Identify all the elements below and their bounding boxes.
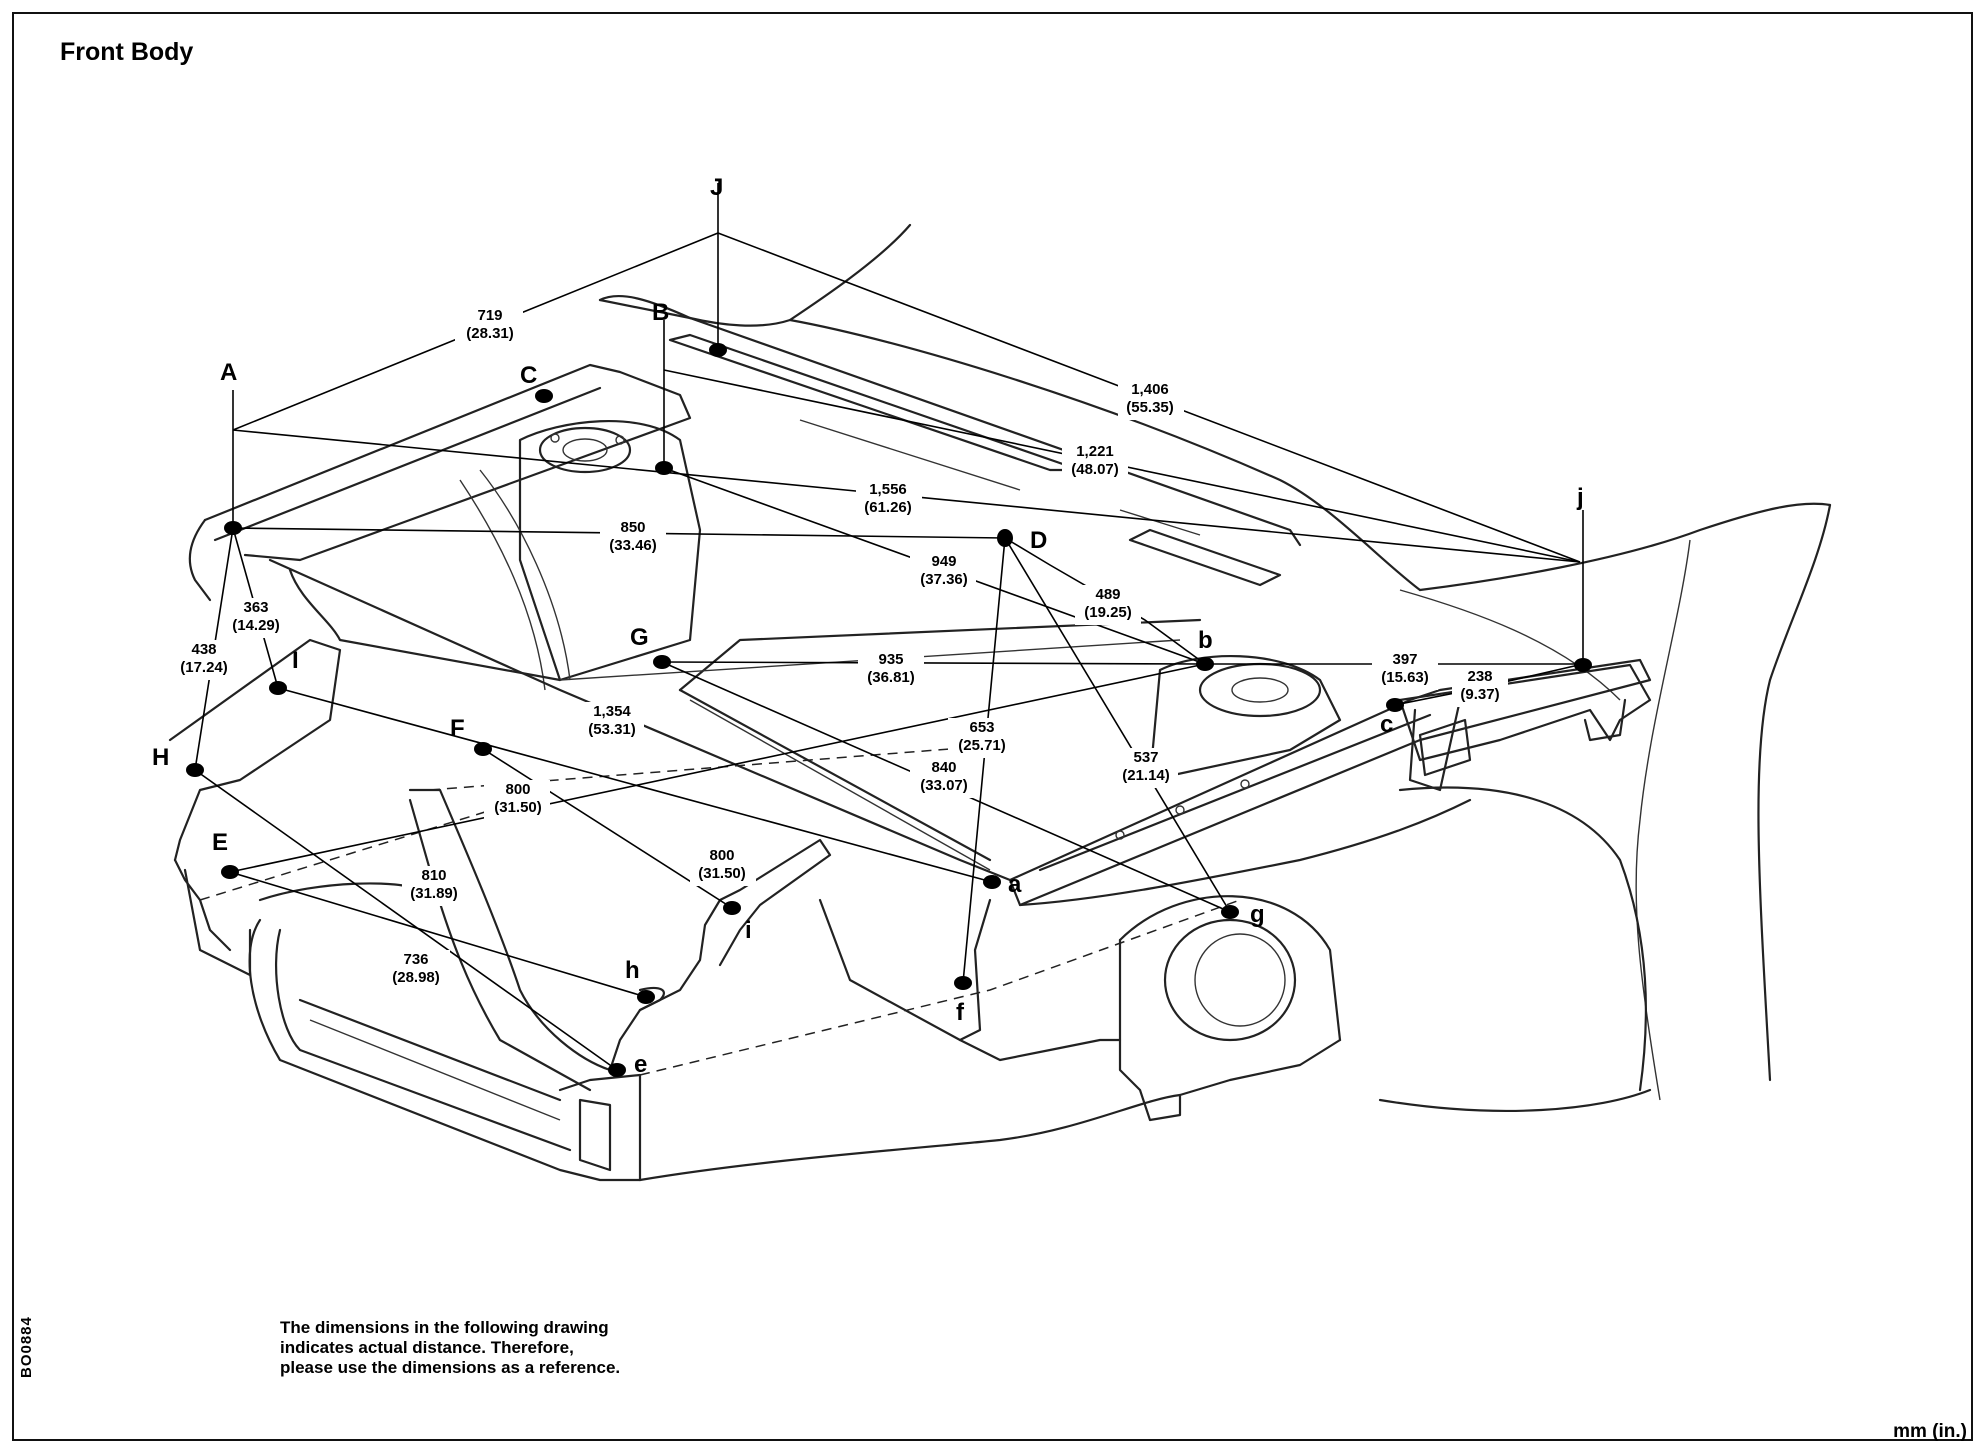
- dim-F-i-in: (31.50): [698, 865, 746, 882]
- label-a: a: [1008, 871, 1022, 898]
- dim-A-D-mm: 850: [620, 519, 645, 536]
- dim-D-f-mm: 653: [969, 719, 994, 736]
- dim-D-f-in: (25.71): [958, 737, 1006, 754]
- point-j: [1574, 658, 1592, 672]
- dim-A-I-in: (14.29): [232, 617, 280, 634]
- label-E: E: [212, 829, 228, 856]
- dim-G-g-in: (33.07): [920, 777, 968, 794]
- point-f: [954, 976, 972, 990]
- point-H: [186, 763, 204, 777]
- label-c: c: [1380, 711, 1393, 738]
- dim-e-H-mm: 810: [421, 867, 446, 884]
- point-g: [1221, 905, 1239, 919]
- label-G: G: [630, 624, 649, 651]
- label-e: e: [634, 1051, 647, 1078]
- page-frame: [12, 12, 1973, 1441]
- dim-I-a-in: (31.50): [494, 799, 542, 816]
- dim-G-b-in: (36.81): [867, 669, 915, 686]
- label-C: C: [520, 362, 537, 389]
- point-e: [608, 1063, 626, 1077]
- dim-A-H-in: (17.24): [180, 659, 228, 676]
- note-line-3: please use the dimensions as a reference…: [280, 1358, 621, 1377]
- dim-E-h-in: (28.98): [392, 969, 440, 986]
- label-H: H: [152, 744, 169, 771]
- body-outline: [168, 223, 1832, 1182]
- dim-G-b-mm: 935: [878, 651, 903, 668]
- dim-D-b-in: (19.25): [1084, 604, 1132, 621]
- dim-E-h-mm: 736: [403, 951, 428, 968]
- point-E: [221, 865, 239, 879]
- units-label: mm (in.): [1893, 1421, 1967, 1442]
- dim-I-a-mm: 800: [505, 781, 530, 798]
- dim-A-j-mm: 1,556: [869, 481, 907, 498]
- drawing-code: BO0884: [18, 1316, 35, 1378]
- measurement-points: [186, 343, 1592, 1077]
- point-B: [655, 461, 673, 475]
- page-title: Front Body: [60, 38, 194, 66]
- dim-F-i-mm: 800: [709, 847, 734, 864]
- point-c: [1386, 698, 1404, 712]
- dim-J-j-in: (55.35): [1126, 399, 1174, 416]
- dim-b-j-mm: 397: [1392, 651, 1417, 668]
- dim-B-b-mm: 949: [931, 553, 956, 570]
- dim-c-j-mm: 238: [1467, 668, 1492, 685]
- dim-e-H-in: (31.89): [410, 885, 458, 902]
- label-i: i: [745, 917, 752, 944]
- label-f: f: [956, 999, 965, 1026]
- dim-B-b-in: (37.36): [920, 571, 968, 588]
- dim-D-g-in: (21.14): [1122, 767, 1170, 784]
- point-b: [1196, 657, 1214, 671]
- point-C: [535, 389, 553, 403]
- dim-E-b-in: (53.31): [588, 721, 636, 738]
- dim-c-j-in: (9.37): [1460, 686, 1499, 703]
- point-h: [637, 990, 655, 1004]
- dim-A-j-in: (61.26): [864, 499, 912, 516]
- dim-A-H-mm: 438: [191, 641, 216, 658]
- dim-A-D-in: (33.46): [609, 537, 657, 554]
- point-F: [474, 742, 492, 756]
- point-labels: J B C A D j G b I c F H E a g i h f e: [152, 174, 1584, 1078]
- dim-G-g-mm: 840: [931, 759, 956, 776]
- dimension-values: 719 (28.31) 1,406 (55.35) 1,221 (48.07) …: [176, 302, 1508, 990]
- dim-B-j-mm: 1,221: [1076, 443, 1114, 460]
- point-I: [269, 681, 287, 695]
- point-D: [997, 529, 1013, 547]
- dim-A-J-in: (28.31): [466, 325, 514, 342]
- point-J: [709, 343, 727, 357]
- point-a: [983, 875, 1001, 889]
- dim-A-J-mm: 719: [477, 307, 502, 324]
- label-I: I: [292, 647, 299, 674]
- point-i: [723, 901, 741, 915]
- label-D: D: [1030, 527, 1047, 554]
- dim-D-g-mm: 537: [1133, 749, 1158, 766]
- label-h: h: [625, 957, 640, 984]
- dim-E-b-mm: 1,354: [593, 703, 631, 720]
- dim-A-I-mm: 363: [243, 599, 268, 616]
- label-F: F: [450, 715, 465, 742]
- dim-D-b-mm: 489: [1095, 586, 1120, 603]
- label-g: g: [1250, 901, 1265, 928]
- label-j: j: [1576, 484, 1584, 511]
- note-line-2: indicates actual distance. Therefore,: [280, 1338, 574, 1357]
- dim-J-j-mm: 1,406: [1131, 381, 1169, 398]
- note-line-1: The dimensions in the following drawing: [280, 1318, 609, 1337]
- reference-note: The dimensions in the following drawing …: [280, 1318, 680, 1378]
- dimension-lines: [194, 183, 1584, 1071]
- dim-b-j-in: (15.63): [1381, 669, 1429, 686]
- label-b: b: [1198, 627, 1213, 654]
- label-A: A: [220, 359, 237, 386]
- point-G: [653, 655, 671, 669]
- point-A: [224, 521, 242, 535]
- label-B: B: [652, 299, 669, 326]
- label-J: J: [710, 174, 723, 201]
- dim-B-j-in: (48.07): [1071, 461, 1119, 478]
